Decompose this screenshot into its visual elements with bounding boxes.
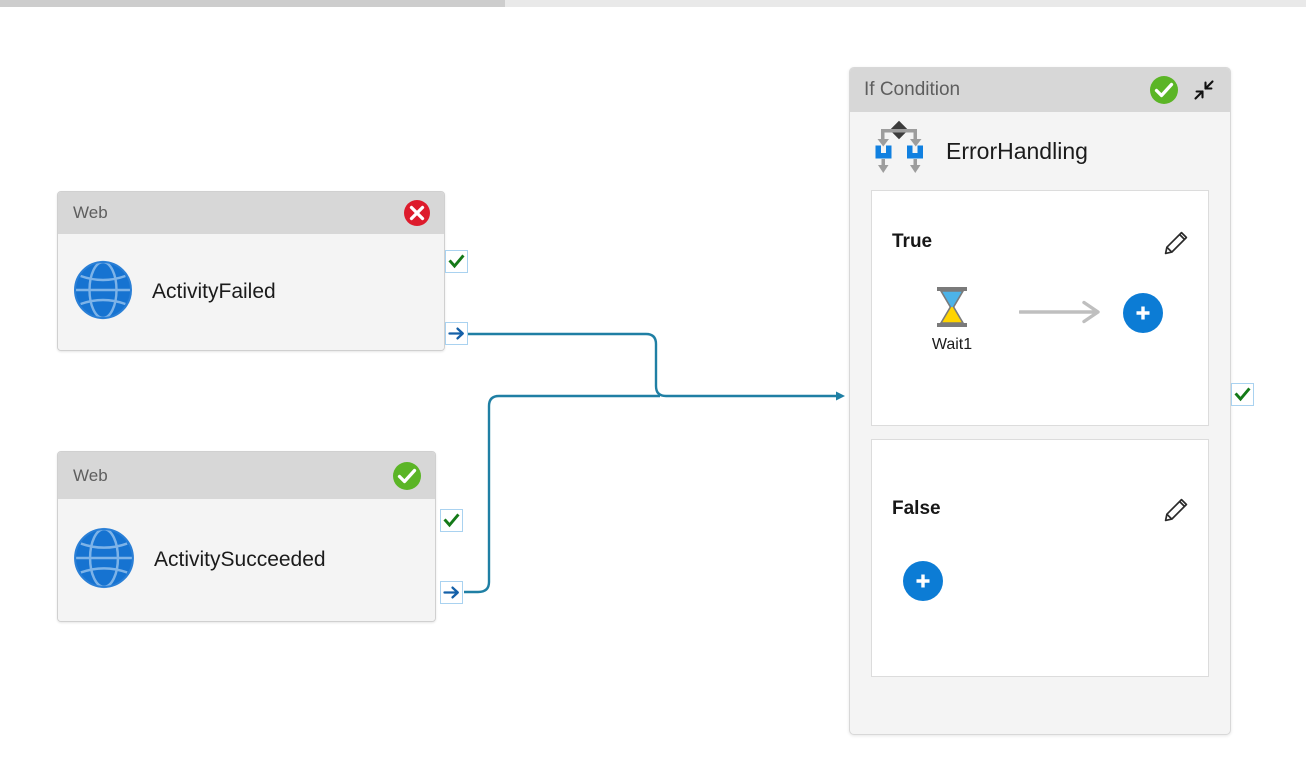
horizontal-scrollbar-thumb[interactable] <box>0 0 505 7</box>
activity-node-ifcondition[interactable]: If Condition <box>849 67 1231 735</box>
checkmark-icon <box>443 513 460 528</box>
ifcondition-header: If Condition <box>850 68 1230 112</box>
pencil-edit-icon-false[interactable] <box>1162 496 1190 529</box>
activityfailed-success-output-handle[interactable] <box>445 250 468 273</box>
success-circle-icon <box>391 460 423 492</box>
gray-arrow-right-icon <box>1018 299 1109 330</box>
activity-header: Web <box>58 452 435 499</box>
collapse-arrows-icon[interactable] <box>1190 76 1218 104</box>
ifcondition-name: ErrorHandling <box>946 137 1088 164</box>
ifcondition-success-output-handle[interactable] <box>1231 383 1254 406</box>
horizontal-scrollbar[interactable] <box>0 0 1306 7</box>
activity-body: ActivityFailed <box>58 234 444 350</box>
branch-container-false[interactable]: False <box>871 439 1209 677</box>
web-globe-icon <box>72 259 134 326</box>
activity-header: Web <box>58 192 444 234</box>
activity-body: ActivitySucceeded <box>58 499 435 621</box>
activity-name: ActivitySucceeded <box>154 548 326 571</box>
branch-activity-label: Wait1 <box>931 336 973 353</box>
add-activity-button-true[interactable] <box>1123 293 1163 333</box>
error-circle-icon <box>402 198 432 228</box>
plus-icon <box>916 574 930 588</box>
connector-activitysucceeded-to-ifcondition <box>464 394 660 594</box>
activitysucceeded-failure-output-handle[interactable] <box>440 581 463 604</box>
checkmark-icon <box>1234 387 1251 402</box>
activity-type-label: Web <box>73 203 108 222</box>
web-globe-icon <box>72 526 136 595</box>
activity-type-label: Web <box>73 465 108 485</box>
branch-label-true: True <box>892 231 933 252</box>
connector-activityfailed-to-ifcondition <box>468 332 845 401</box>
arrow-right-icon <box>448 327 464 340</box>
branch-container-true[interactable]: True <box>871 190 1209 426</box>
hourglass-icon <box>934 287 970 332</box>
ifcondition-title-row: ErrorHandling <box>850 112 1230 190</box>
checkmark-icon <box>448 254 465 269</box>
if-condition-branch-icon <box>870 120 928 183</box>
arrow-right-icon <box>443 586 459 599</box>
branch-label-false: False <box>892 498 941 519</box>
activity-node-activitysucceeded[interactable]: Web <box>57 451 436 622</box>
add-activity-button-false[interactable] <box>903 561 943 601</box>
success-circle-icon <box>1148 74 1180 106</box>
pencil-edit-icon-true[interactable] <box>1162 229 1190 262</box>
activity-name: ActivityFailed <box>152 280 276 303</box>
ifcondition-type-label: If Condition <box>864 79 961 100</box>
plus-icon <box>1136 306 1150 320</box>
branch-activity-wait1[interactable]: Wait1 <box>907 286 997 354</box>
activityfailed-failure-output-handle[interactable] <box>445 322 468 345</box>
activity-node-activityfailed[interactable]: Web <box>57 191 445 351</box>
activitysucceeded-success-output-handle[interactable] <box>440 509 463 532</box>
